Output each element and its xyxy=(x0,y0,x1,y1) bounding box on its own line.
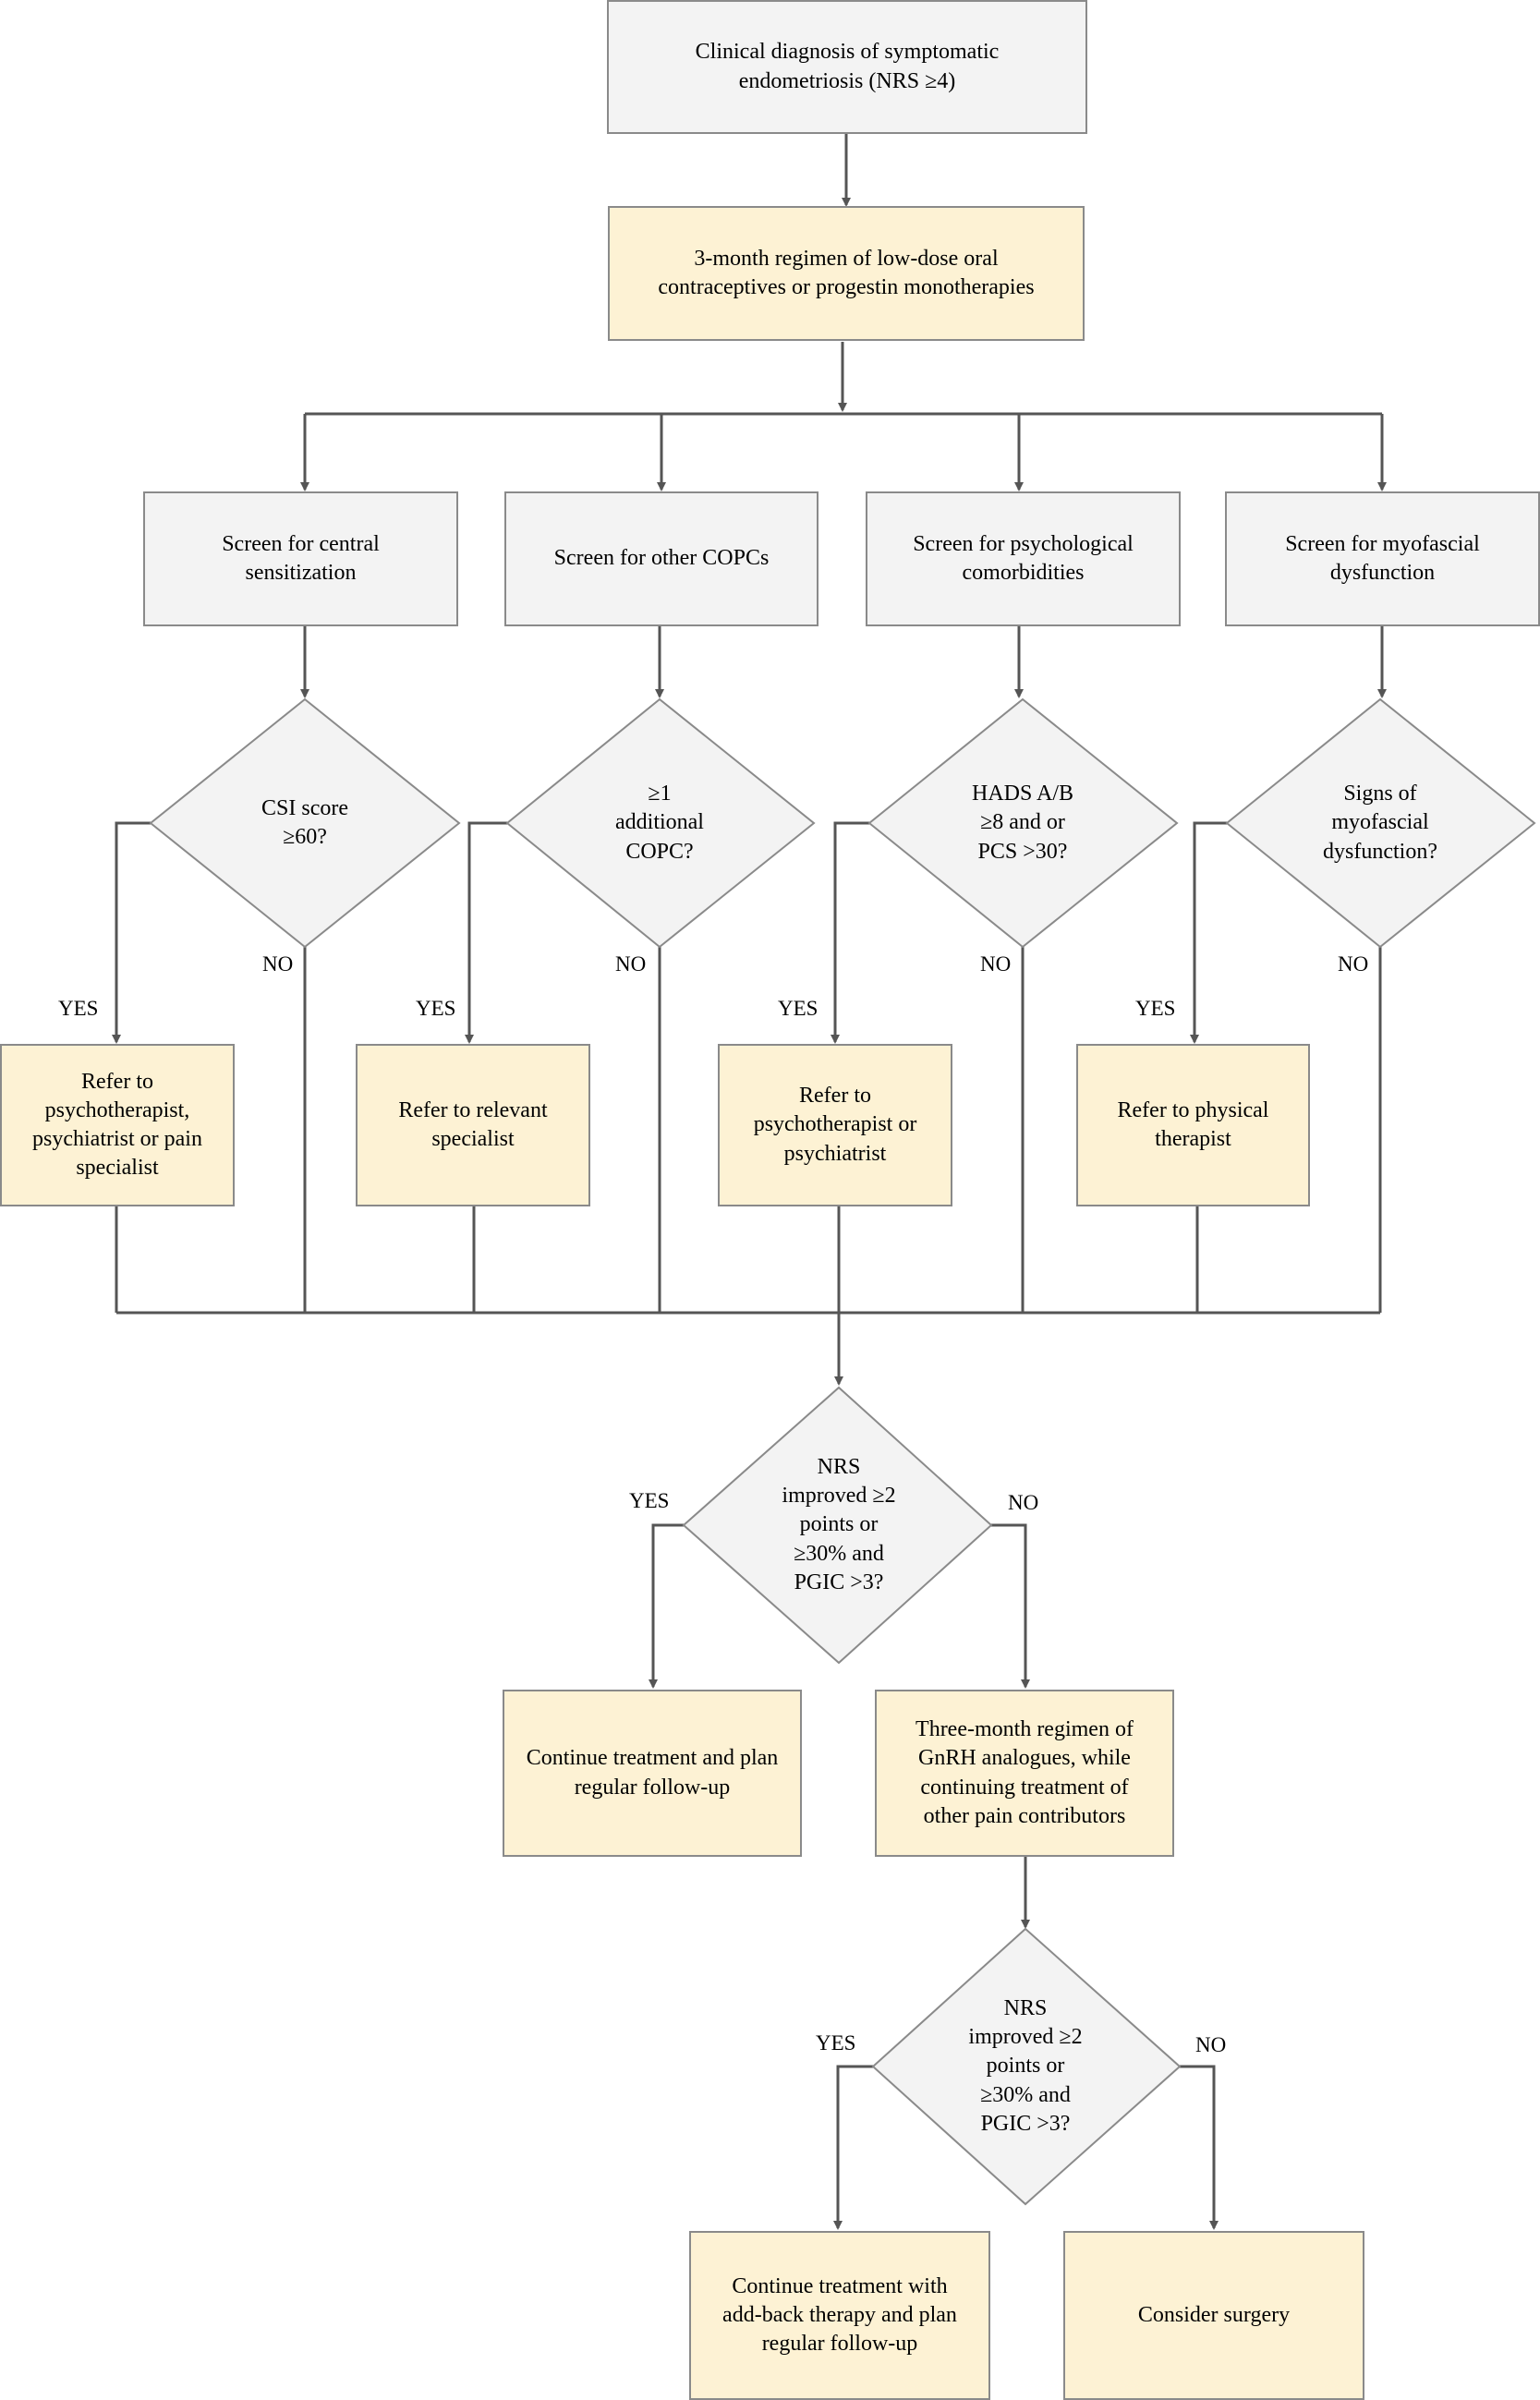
screen-box-myofascial: Screen for myofascial dysfunction xyxy=(1225,491,1540,626)
decision-text-2: ≥1 additional COPC? xyxy=(615,782,704,864)
referral-text: Refer to psychotherapist or psychiatrist xyxy=(753,1084,917,1166)
yes-label-improvement-2: YES xyxy=(816,2031,856,2055)
no-label-improvement-1: NO xyxy=(1008,1491,1039,1514)
referral-text: Refer to relevant specialist xyxy=(398,1097,548,1151)
decision-diamond-1 xyxy=(149,697,461,949)
no-label-4: NO xyxy=(1338,952,1369,976)
gnrh-regimen-box: Three-month regimen of GnRH analogues, w… xyxy=(875,1690,1174,1857)
first-line-text: 3-month regimen of low-dose oral contrac… xyxy=(658,246,1035,299)
connector-d2-yes xyxy=(649,1523,684,1689)
yes-label-improvement-1: YES xyxy=(629,1489,670,1512)
referral-box-pain-specialist: Refer to psychotherapist, psychiatrist o… xyxy=(0,1044,235,1206)
connector-d3-yes xyxy=(833,2065,873,2230)
referral-box-psychotherapist: Refer to psychotherapist or psychiatrist xyxy=(718,1044,952,1206)
connector-yes-1 xyxy=(112,821,151,1044)
continue-treatment-text: Continue treatment and plan regular foll… xyxy=(526,1746,779,1800)
connector-yes-2 xyxy=(465,821,507,1044)
yes-label-2: YES xyxy=(416,997,456,1020)
no-label-1: NO xyxy=(262,952,294,976)
decision-text-3: HADS A/B ≥8 and or PCS >30? xyxy=(971,782,1074,864)
screen-text: Screen for psychological comorbidities xyxy=(913,531,1134,585)
continue-add-back-text: Continue treatment with add-back therapy… xyxy=(722,2273,957,2357)
decision-diamond-2 xyxy=(505,697,816,949)
no-label-improvement-2: NO xyxy=(1195,2033,1227,2056)
yes-label-1: YES xyxy=(58,997,99,1020)
continue-treatment-box: Continue treatment and plan regular foll… xyxy=(503,1690,802,1857)
first-line-box: 3-month regimen of low-dose oral contrac… xyxy=(608,206,1085,341)
decision-diamond-3 xyxy=(867,697,1179,949)
decision-text-4: Signs of myofascial dysfunction? xyxy=(1323,782,1437,864)
connector-yes-3 xyxy=(831,821,869,1044)
decision-improvement-text-1: NRS improved ≥2 points or ≥30% and PGIC … xyxy=(782,1455,896,1594)
screen-box-other-copcs: Screen for other COPCs xyxy=(504,491,819,626)
consider-surgery-text: Consider surgery xyxy=(1137,2302,1291,2327)
decision-diamond-improvement-2 xyxy=(871,1927,1182,2206)
start-box: Clinical diagnosis of symptomatic endome… xyxy=(607,0,1087,134)
decision-text-1: CSI score ≥60? xyxy=(261,795,348,849)
screen-text: Screen for other COPCs xyxy=(553,546,770,571)
referral-box-relevant-specialist: Refer to relevant specialist xyxy=(356,1044,590,1206)
no-label-3: NO xyxy=(980,952,1012,976)
decision-improvement-text-2: NRS improved ≥2 points or ≥30% and PGIC … xyxy=(968,1996,1083,2136)
gnrh-regimen-text: Three-month regimen of GnRH analogues, w… xyxy=(916,1717,1134,1828)
connector-yes-4 xyxy=(1190,821,1227,1044)
yes-label-3: YES xyxy=(778,997,819,1020)
decision-diamond-4 xyxy=(1225,697,1536,949)
screen-text: Screen for central sensitization xyxy=(222,531,380,585)
referral-text: Refer to psychotherapist, psychiatrist o… xyxy=(32,1069,202,1181)
consider-surgery-box: Consider surgery xyxy=(1063,2231,1364,2400)
yes-label-4: YES xyxy=(1135,997,1176,1020)
start-text: Clinical diagnosis of symptomatic endome… xyxy=(695,40,1000,93)
screen-text: Screen for myofascial dysfunction xyxy=(1285,531,1480,585)
screen-box-psychological: Screen for psychological comorbidities xyxy=(866,491,1181,626)
decision-diamond-improvement-1 xyxy=(682,1386,993,1665)
no-label-2: NO xyxy=(615,952,647,976)
referral-text: Refer to physical therapist xyxy=(1117,1097,1269,1151)
continue-add-back-box: Continue treatment with add-back therapy… xyxy=(689,2231,990,2400)
screen-box-central-sensitization: Screen for central sensitization xyxy=(143,491,458,626)
referral-box-physical-therapist: Refer to physical therapist xyxy=(1076,1044,1310,1206)
connector-d2-no xyxy=(991,1523,1030,1689)
connector-d3-no xyxy=(1180,2065,1219,2230)
